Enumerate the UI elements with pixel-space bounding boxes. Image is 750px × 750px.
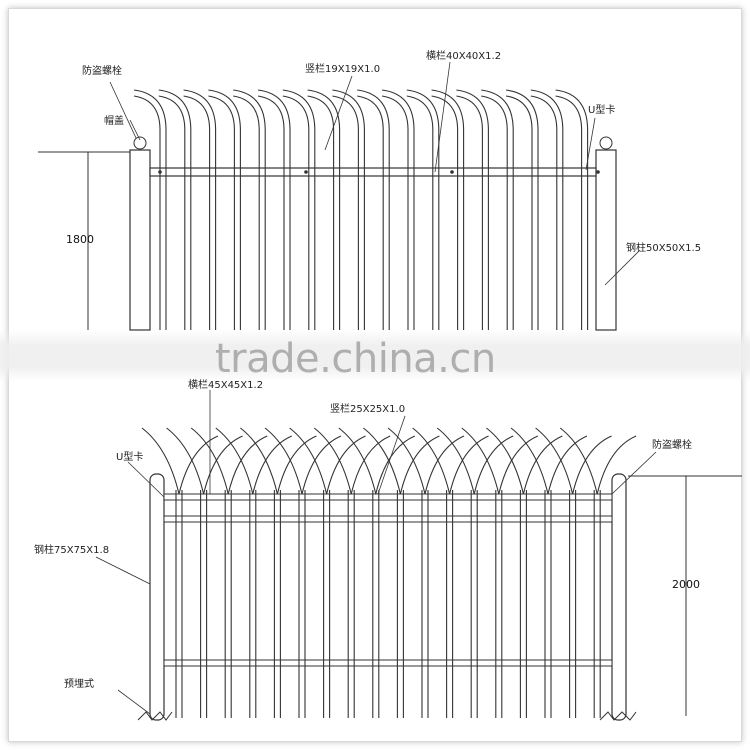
bottom-picket — [486, 427, 563, 718]
bottom-picket — [215, 427, 293, 718]
top-picket — [257, 89, 291, 330]
top-bolt-label: 防盗螺栓 — [82, 66, 122, 77]
bottom-picket — [190, 427, 268, 718]
top-rail — [149, 167, 597, 177]
bottom-u-clip-label: U型卡 — [116, 452, 144, 463]
top-picket — [307, 89, 341, 330]
bottom-pickets — [141, 427, 637, 718]
bottom-picket — [240, 427, 317, 718]
bottom-right-post — [611, 473, 627, 721]
bottom-embedded-label: 预埋式 — [64, 679, 94, 690]
top-vertical-bar-label: 竖栏19X19X1.0 — [305, 64, 381, 75]
top-picket — [481, 89, 514, 330]
bottom-rail-2 — [163, 515, 613, 523]
top-picket — [530, 89, 564, 330]
top-picket — [431, 89, 465, 330]
top-picket — [406, 89, 440, 330]
top-picket — [555, 89, 589, 330]
top-picket — [133, 89, 167, 330]
bottom-left-post — [149, 473, 165, 721]
bottom-picket — [412, 427, 489, 718]
bottom-horizontal-bar-label: 横栏45X45X1.2 — [188, 380, 264, 391]
top-post-label: 钢柱50X50X1.5 — [626, 243, 702, 254]
top-picket — [233, 89, 266, 330]
top-u-clip-label: U型卡 — [588, 105, 616, 116]
bottom-picket — [264, 427, 342, 718]
top-left-cap — [133, 136, 147, 150]
top-picket — [158, 89, 192, 330]
bottom-picket — [289, 427, 366, 718]
top-picket — [183, 89, 217, 330]
top-picket — [357, 89, 390, 330]
top-picket — [505, 89, 539, 330]
bottom-picket — [387, 427, 465, 718]
bottom-picket — [338, 427, 416, 718]
bottom-picket — [166, 427, 243, 718]
top-rail-bolt — [596, 170, 600, 174]
top-rail-bolt — [158, 170, 162, 174]
top-picket — [332, 89, 365, 330]
top-cap-label: 帽盖 — [104, 116, 124, 127]
bottom-picket — [535, 427, 612, 718]
bottom-picket — [559, 427, 637, 718]
bottom-post-label: 钢柱75X75X1.8 — [34, 545, 110, 556]
bottom-vertical-bar-label: 竖栏25X25X1.0 — [330, 404, 406, 415]
bottom-bolt-label: 防盗螺栓 — [652, 440, 692, 451]
bottom-picket — [436, 427, 514, 718]
bottom-picket — [363, 427, 440, 718]
watermark-band — [0, 330, 750, 382]
bottom-picket — [141, 427, 219, 718]
bottom-height-label: 2000 — [672, 578, 700, 591]
top-pickets — [133, 89, 600, 330]
top-rail-bolt — [304, 170, 308, 174]
watermark-text: trade.china.cn — [215, 336, 496, 382]
bottom-rail-3 — [163, 659, 613, 667]
bottom-picket — [510, 427, 588, 718]
bottom-picket — [461, 427, 539, 718]
top-picket — [381, 89, 415, 330]
top-right-cap — [599, 136, 613, 150]
top-height-label: 1800 — [66, 233, 94, 246]
top-rail-bolt — [450, 170, 454, 174]
top-picket — [282, 89, 316, 330]
top-picket — [208, 89, 241, 330]
top-horizontal-bar-label: 横栏40X40X1.2 — [426, 51, 502, 62]
top-picket — [456, 89, 489, 330]
bottom-picket — [313, 427, 391, 718]
